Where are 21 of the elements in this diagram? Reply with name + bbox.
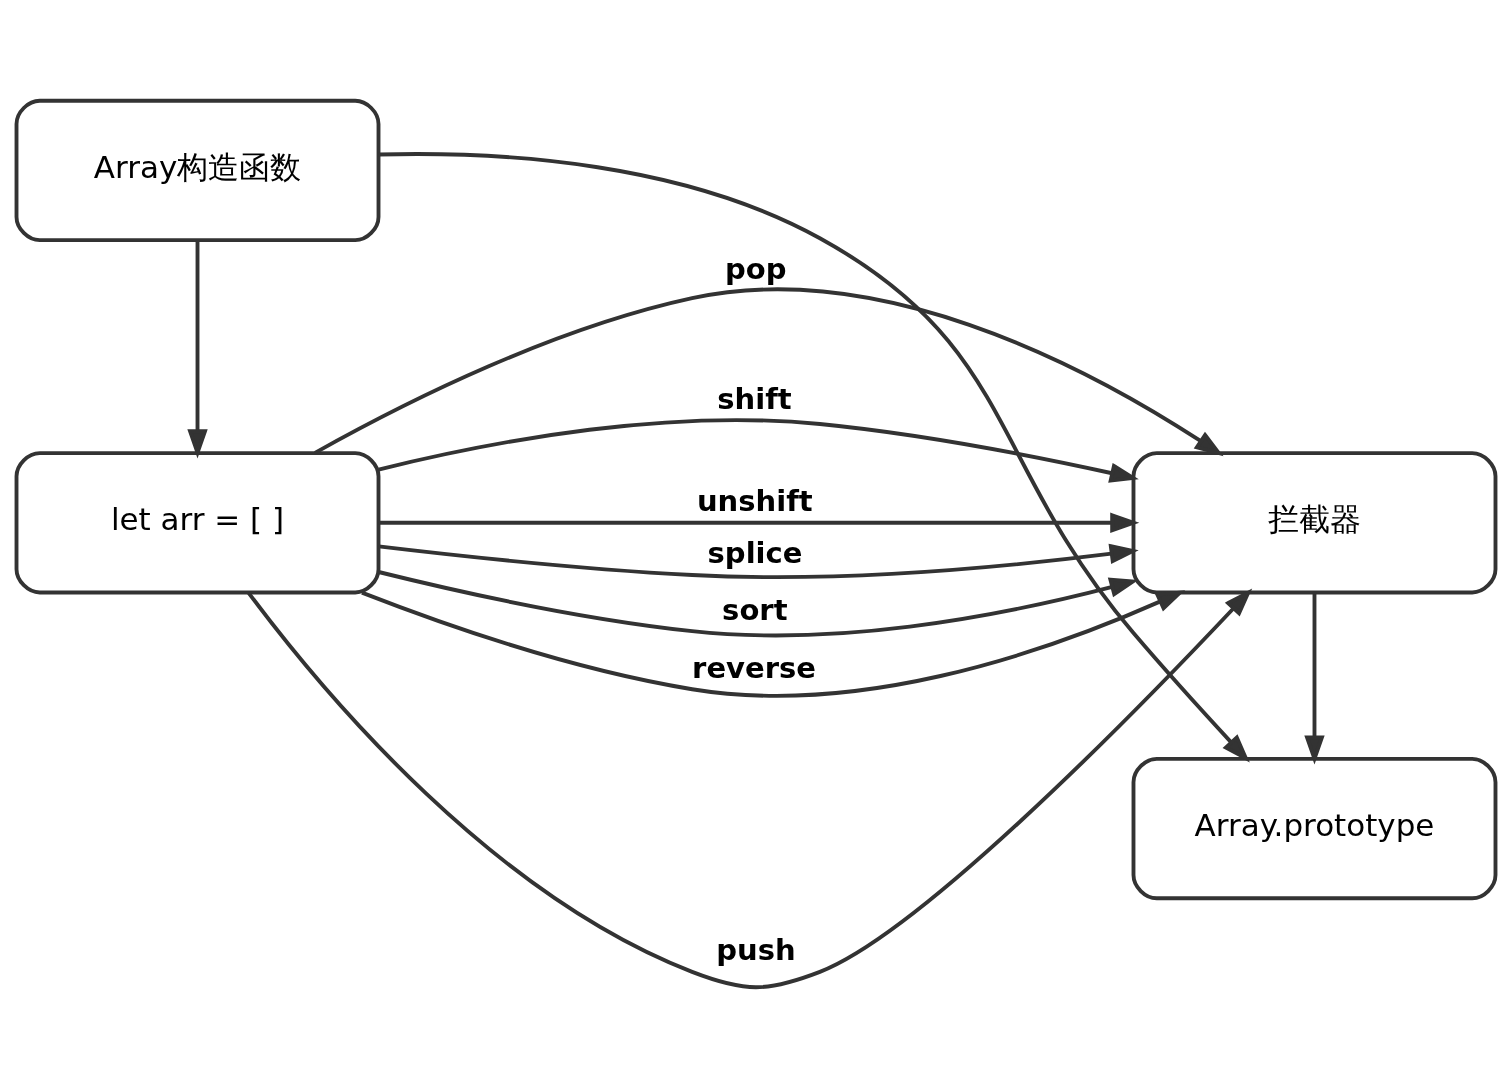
node-box: Array.prototype (1131, 757, 1498, 901)
edge-label: push (716, 933, 796, 968)
edge-label: shift (717, 381, 792, 416)
node-box: 拦截器 (1131, 451, 1498, 595)
arrow (378, 512, 1140, 533)
edge-label: pop (725, 251, 787, 286)
arrow (187, 240, 208, 459)
arrow (314, 287, 1224, 457)
arrow (378, 152, 1250, 763)
edge-label: sort (722, 592, 788, 627)
node-box: let arr = [ ] (14, 451, 381, 595)
arrow (378, 570, 1139, 638)
edge-label: splice (707, 536, 803, 571)
edge-label: unshift (696, 484, 813, 519)
arrow (1304, 592, 1325, 765)
arrow (378, 418, 1139, 483)
arrow (378, 543, 1139, 579)
arrow (247, 588, 1253, 990)
node-box: Array构造函数 (14, 98, 381, 243)
arrow (361, 590, 1186, 698)
edge-label: reverse (692, 650, 816, 685)
